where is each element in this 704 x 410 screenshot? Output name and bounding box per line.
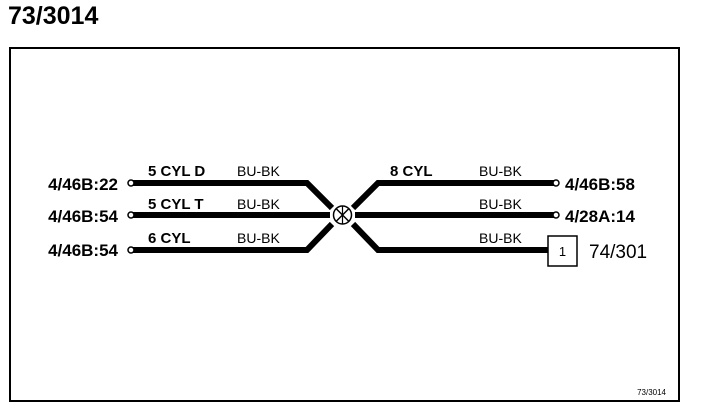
terminal-dot [127, 179, 135, 187]
diagram-frame [9, 47, 680, 402]
left-wire-label-2: 5 CYL T [148, 196, 204, 213]
right-wire-label-1: 8 CYL [390, 163, 433, 180]
terminal-dot [552, 211, 560, 219]
left-terminal-3: 4/46B:54 [48, 241, 118, 260]
right-wire-color-3: BU-BK [479, 230, 522, 246]
right-wire-1: 4/46B:58 8 CYL BU-BK [350, 163, 635, 211]
right-terminal-1: 4/46B:58 [565, 175, 635, 194]
left-wire-color-2: BU-BK [237, 196, 280, 212]
left-terminal-1: 4/46B:22 [48, 175, 118, 194]
splice-id: 74/301 [589, 242, 647, 263]
terminal-dot [552, 179, 560, 187]
left-terminal-2: 4/46B:54 [48, 207, 118, 226]
terminal-dot [127, 246, 135, 254]
right-wire-color-1: BU-BK [479, 163, 522, 179]
left-wire-label-3: 6 CYL [148, 230, 191, 247]
right-wire-2: 4/28A:14 BU-BK [355, 196, 635, 226]
wire-line [131, 221, 335, 253]
right-wire-color-2: BU-BK [479, 196, 522, 212]
page-title: 73/3014 [8, 2, 99, 30]
left-wire-color-3: BU-BK [237, 230, 280, 246]
right-terminal-2: 4/28A:14 [565, 207, 635, 226]
left-wire-label-1: 5 CYL D [148, 163, 205, 180]
wire-line [350, 180, 555, 211]
left-wire-2: 4/46B:54 5 CYL T BU-BK [48, 196, 330, 226]
splice-node [332, 205, 353, 225]
footer-ref: 73/3014 [637, 388, 666, 397]
terminal-dot [127, 211, 135, 219]
right-wire-3: BU-BK 1 74/301 [350, 221, 647, 267]
connector-box [547, 235, 578, 267]
left-wire-1: 4/46B:22 5 CYL D BU-BK [48, 163, 335, 211]
left-wire-color-1: BU-BK [237, 163, 280, 179]
wire-line [131, 180, 335, 211]
left-wire-3: 4/46B:54 6 CYL BU-BK [48, 221, 335, 260]
wire-line [350, 221, 548, 253]
connector-pin: 1 [559, 244, 566, 259]
